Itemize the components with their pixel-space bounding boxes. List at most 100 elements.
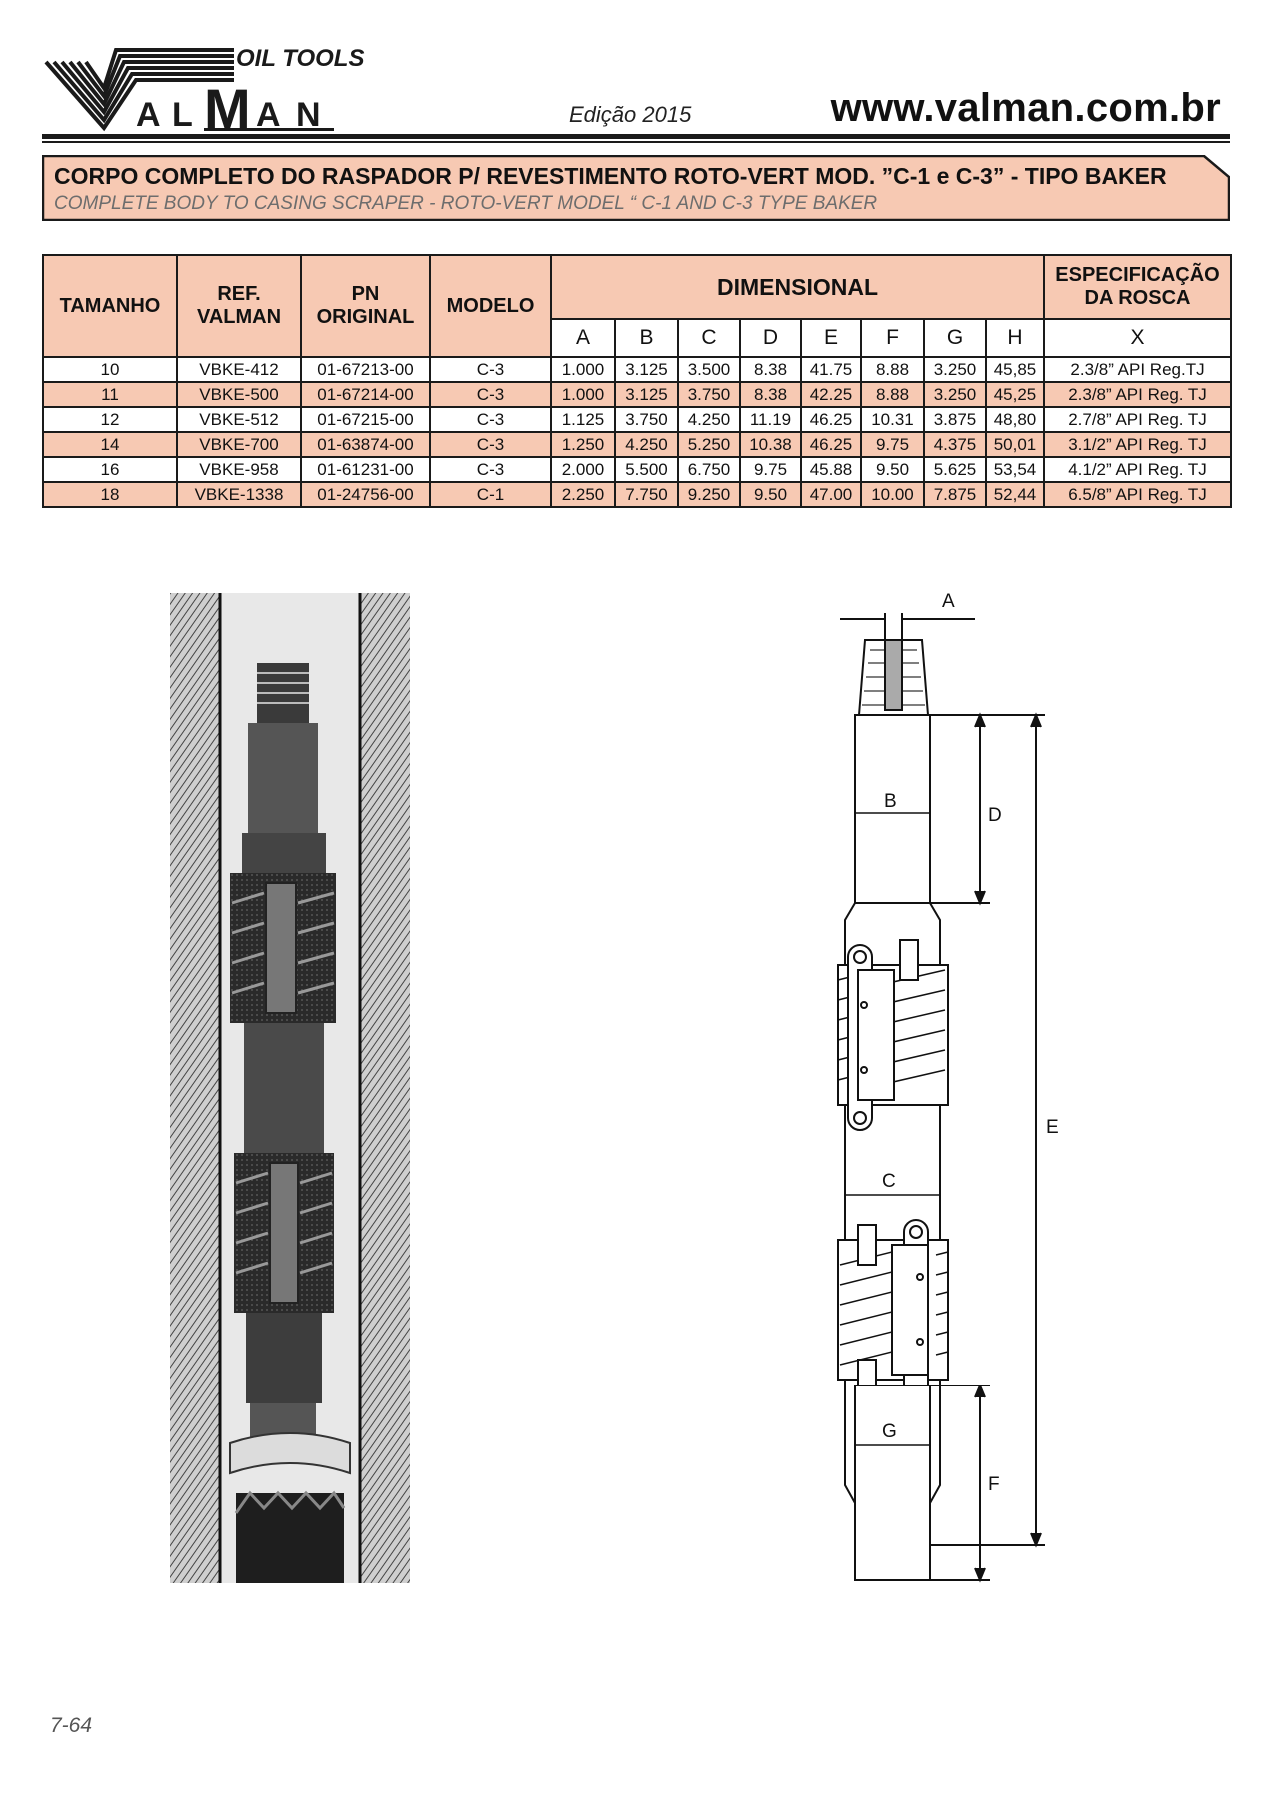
edition-label: Edição 2015 <box>569 102 692 127</box>
title-portuguese: CORPO COMPLETO DO RASPADOR P/ REVESTIMEN… <box>54 163 1167 189</box>
table-cell: 8.88 <box>860 381 925 408</box>
table-cell: C-1 <box>429 481 552 508</box>
table-cell: 48,80 <box>985 406 1045 433</box>
table-cell: 4.375 <box>923 431 987 458</box>
table-cell: 46.25 <box>800 406 862 433</box>
table-cell: 8.38 <box>739 381 802 408</box>
table-cell: 1.125 <box>550 406 616 433</box>
table-cell: 3.125 <box>614 381 679 408</box>
page-number: 7-64 <box>50 1714 93 1737</box>
label-c: C <box>882 1171 896 1192</box>
table-cell: 6.750 <box>677 456 741 483</box>
table-cell: 8.38 <box>739 356 802 383</box>
table-cell: 47.00 <box>800 481 862 508</box>
website-url[interactable]: www.valman.com.br <box>830 86 1221 130</box>
header-ref-valman: REF. VALMAN <box>176 254 302 358</box>
valman-logo: OIL TOOLS A L M A N <box>44 40 374 140</box>
header-dim-g: G <box>923 318 987 358</box>
table-cell: 01-67215-00 <box>300 406 431 433</box>
table-cell: 3.875 <box>923 406 987 433</box>
header-dim-e: E <box>800 318 862 358</box>
table-cell: 12 <box>42 406 178 433</box>
title-box: CORPO COMPLETO DO RASPADOR P/ REVESTIMEN… <box>42 155 1230 221</box>
header-dim-b: B <box>614 318 679 358</box>
table-cell: VBKE-1338 <box>176 481 302 508</box>
table-cell: 01-67213-00 <box>300 356 431 383</box>
header-dim-c: C <box>677 318 741 358</box>
header-dim-d: D <box>739 318 802 358</box>
table-cell: 2.000 <box>550 456 616 483</box>
label-g: G <box>882 1421 897 1442</box>
table-cell: 01-61231-00 <box>300 456 431 483</box>
table-cell: 11.19 <box>739 406 802 433</box>
header-tamanho: TAMANHO <box>42 254 178 358</box>
header-rule <box>42 134 1230 139</box>
table-cell: 01-63874-00 <box>300 431 431 458</box>
table-cell: 42.25 <box>800 381 862 408</box>
table-cell: 10.31 <box>860 406 925 433</box>
table-cell: 10.38 <box>739 431 802 458</box>
table-cell: 5.500 <box>614 456 679 483</box>
table-cell: VBKE-958 <box>176 456 302 483</box>
table-cell: 3.125 <box>614 356 679 383</box>
table-cell: VBKE-512 <box>176 406 302 433</box>
table-cell: C-3 <box>429 406 552 433</box>
label-a: A <box>942 591 955 612</box>
table-cell: 41.75 <box>800 356 862 383</box>
table-cell: C-3 <box>429 381 552 408</box>
table-cell: 2.3/8” API Reg. TJ <box>1043 381 1232 408</box>
header-rule-thin <box>42 141 1230 143</box>
table-cell: 11 <box>42 381 178 408</box>
table-cell: 6.5/8” API Reg. TJ <box>1043 481 1232 508</box>
svg-text:M: M <box>204 77 251 132</box>
svg-text:A: A <box>136 96 161 132</box>
table-cell: 46.25 <box>800 431 862 458</box>
table-cell: 9.250 <box>677 481 741 508</box>
table-cell: 9.75 <box>860 431 925 458</box>
table-cell: C-3 <box>429 431 552 458</box>
table-cell: 9.50 <box>739 481 802 508</box>
table-cell: 2.3/8” API Reg.TJ <box>1043 356 1232 383</box>
table-cell: 8.88 <box>860 356 925 383</box>
table-cell: 18 <box>42 481 178 508</box>
table-cell: C-3 <box>429 356 552 383</box>
label-e: E <box>1046 1117 1059 1138</box>
header-pn-original: PN ORIGINAL <box>300 254 431 358</box>
table-cell: 14 <box>42 431 178 458</box>
svg-text:L: L <box>172 96 193 132</box>
table-cell: 9.75 <box>739 456 802 483</box>
table-cell: 2.7/8” API Reg. TJ <box>1043 406 1232 433</box>
table-cell: 3.750 <box>677 381 741 408</box>
table-cell: 7.875 <box>923 481 987 508</box>
table-cell: 16 <box>42 456 178 483</box>
label-b: B <box>884 791 897 812</box>
table-cell: 4.1/2” API Reg. TJ <box>1043 456 1232 483</box>
table-cell: VBKE-500 <box>176 381 302 408</box>
svg-text:A: A <box>256 96 281 132</box>
table-cell: 1.000 <box>550 381 616 408</box>
table-cell: 3.750 <box>614 406 679 433</box>
table-cell: 01-67214-00 <box>300 381 431 408</box>
table-cell: 50,01 <box>985 431 1045 458</box>
table-cell: 52,44 <box>985 481 1045 508</box>
header-thread-x: X <box>1043 318 1232 358</box>
header-especificacao: ESPECIFICAÇÃO DA ROSCA <box>1043 254 1232 320</box>
table-cell: 7.750 <box>614 481 679 508</box>
dimension-drawing-lower: G F <box>800 1382 1100 1585</box>
table-cell: 3.250 <box>923 381 987 408</box>
table-cell: 3.1/2” API Reg. TJ <box>1043 431 1232 458</box>
header-dim-h: H <box>985 318 1045 358</box>
table-cell: 10 <box>42 356 178 383</box>
specification-table: TAMANHO REF. VALMAN PN ORIGINAL MODELO D… <box>42 254 1232 508</box>
label-f: F <box>988 1474 1000 1495</box>
table-cell: C-3 <box>429 456 552 483</box>
title-english: COMPLETE BODY TO CASING SCRAPER - ROTO-V… <box>54 193 878 214</box>
table-cell: 4.250 <box>677 406 741 433</box>
